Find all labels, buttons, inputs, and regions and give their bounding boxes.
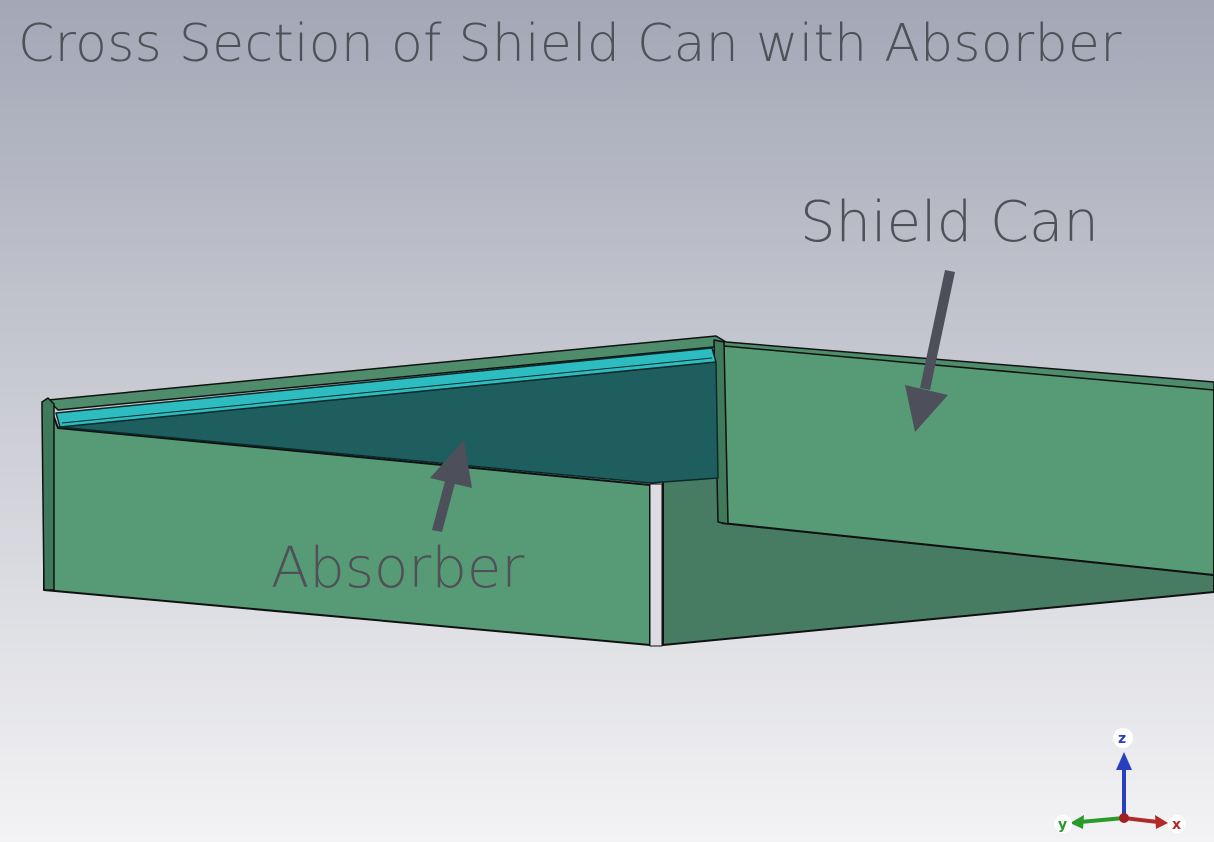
axis-y-arrowhead — [1070, 815, 1084, 829]
absorber-arrow — [430, 440, 472, 532]
axis-x-arrowhead — [1155, 815, 1168, 829]
axes-triad: z x y — [1054, 728, 1186, 833]
shield-can-left-rim — [41, 397, 55, 591]
absorber-label: Absorber — [271, 536, 525, 601]
shield-can-arrow — [905, 270, 955, 432]
diagram-title: Cross Section of Shield Can with Absorbe… — [18, 14, 1122, 74]
shield-can-top-edge — [47, 335, 1214, 411]
axis-y-label: y — [1058, 817, 1067, 833]
shield-can-slit — [649, 483, 663, 647]
axis-x-label: x — [1172, 817, 1181, 833]
axis-origin — [1119, 813, 1129, 823]
axis-x-bubble — [1168, 815, 1186, 833]
shield-can-model[interactable] — [41, 335, 1214, 647]
axis-z-bubble — [1113, 728, 1133, 748]
axis-z-arrowhead — [1116, 752, 1132, 770]
axis-z-label: z — [1118, 731, 1126, 747]
axis-y-bubble — [1054, 815, 1072, 833]
axis-x-line — [1123, 816, 1159, 824]
shield-can-label: Shield Can — [800, 190, 1099, 255]
axis-y-line — [1079, 816, 1125, 824]
absorber-edge-line — [61, 357, 713, 424]
